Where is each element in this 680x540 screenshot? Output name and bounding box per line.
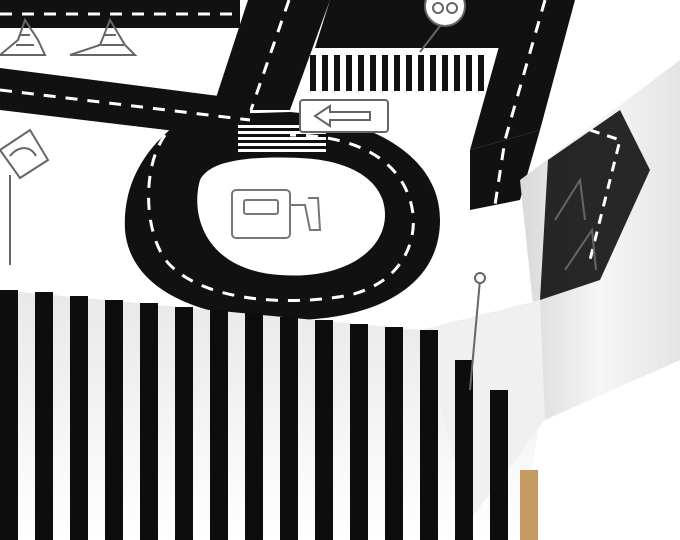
road-loop bbox=[124, 112, 440, 320]
lane-marking-center bbox=[249, 0, 291, 111]
traffic-cone-icon bbox=[554, 177, 597, 271]
traffic-cone-icon bbox=[0, 17, 47, 56]
zebra-crossing-top bbox=[310, 55, 484, 91]
road-center-vertical bbox=[212, 0, 330, 110]
fuel-pump-icon bbox=[231, 189, 322, 239]
no-bicycle-sign-icon bbox=[419, 0, 466, 53]
road-right-vertical bbox=[470, 0, 575, 150]
arrow-left-sign-icon bbox=[299, 99, 389, 133]
road-sign-icon bbox=[469, 272, 486, 391]
table-leg bbox=[520, 470, 538, 540]
lane-marking-middle bbox=[0, 88, 251, 122]
zebra-crossing-loop bbox=[238, 125, 326, 152]
road-right-panel bbox=[540, 110, 650, 300]
road-sign-icon bbox=[0, 128, 50, 265]
cloth-fold-corner bbox=[420, 300, 545, 520]
road-top-right bbox=[315, 0, 520, 48]
lane-marking-loop bbox=[147, 133, 415, 303]
traffic-cone-icon bbox=[69, 17, 138, 56]
cloth-front-drape bbox=[0, 290, 540, 540]
lane-marking-right bbox=[493, 0, 547, 206]
lane-marking-right-panel bbox=[588, 128, 622, 261]
drape-stripes bbox=[0, 290, 508, 540]
